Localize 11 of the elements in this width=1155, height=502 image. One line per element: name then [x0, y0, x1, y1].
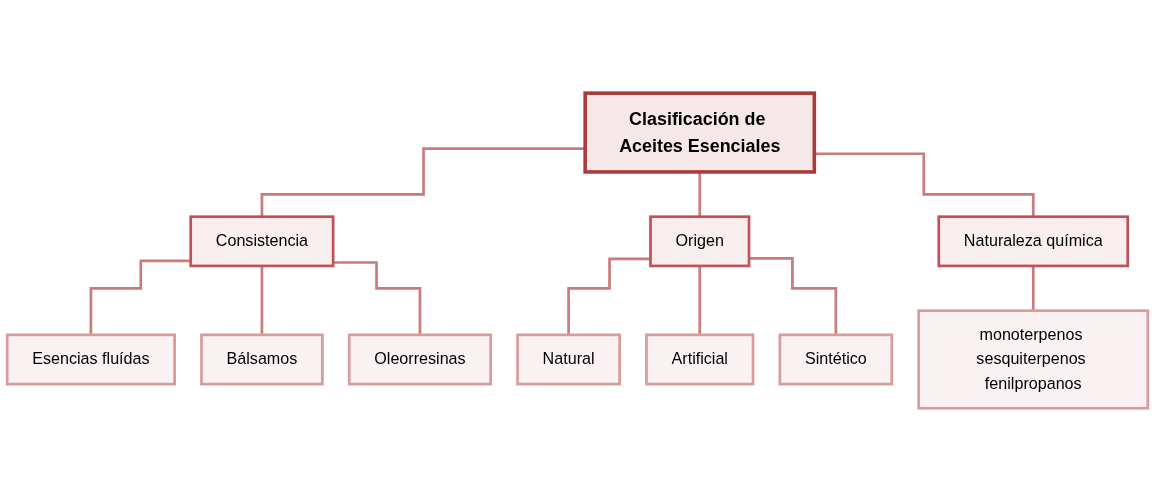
node-box: Sintético	[778, 333, 894, 386]
node-box: Oleorresinas	[347, 333, 493, 386]
node-box: Naturaleza química	[937, 215, 1130, 268]
node-box: Bálsamos	[200, 333, 324, 386]
node-box: Clasificación de Aceites Esenciales	[583, 91, 817, 174]
node-box: Natural	[516, 333, 621, 386]
node-box: Artificial	[645, 333, 755, 386]
node-box: Esencias fluídas	[5, 333, 176, 386]
node-box: Origen	[649, 215, 751, 268]
node-box: Consistencia	[189, 215, 335, 268]
node-box: monoterpenos sesquiterpenos fenilpropanos	[917, 309, 1150, 410]
